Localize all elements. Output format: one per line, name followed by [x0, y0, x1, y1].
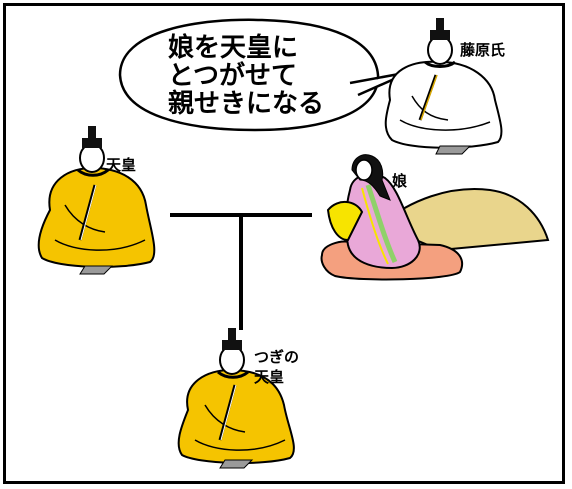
speech-line-2: とつがせて	[168, 60, 297, 91]
label-fujiwara: 藤原氏	[460, 41, 505, 59]
daughter-figure: 娘	[320, 154, 550, 281]
label-next-emperor-2: 天皇	[254, 368, 284, 386]
speech-line-3: 親せきになる	[168, 89, 324, 119]
family-tree-lines	[170, 213, 312, 330]
next-emperor-figure: つぎの 天皇	[177, 328, 299, 469]
speech-bubble: 娘を天皇に とつがせて 親せきになる	[118, 18, 411, 132]
speech-line-1: 娘を天皇に	[168, 32, 298, 63]
label-emperor: 天皇	[106, 156, 136, 174]
emperor-figure: 天皇	[37, 126, 156, 275]
label-next-emperor-1: つぎの	[254, 348, 299, 366]
label-daughter: 娘	[392, 172, 408, 190]
fujiwara-figure: 藤原氏	[384, 18, 505, 155]
